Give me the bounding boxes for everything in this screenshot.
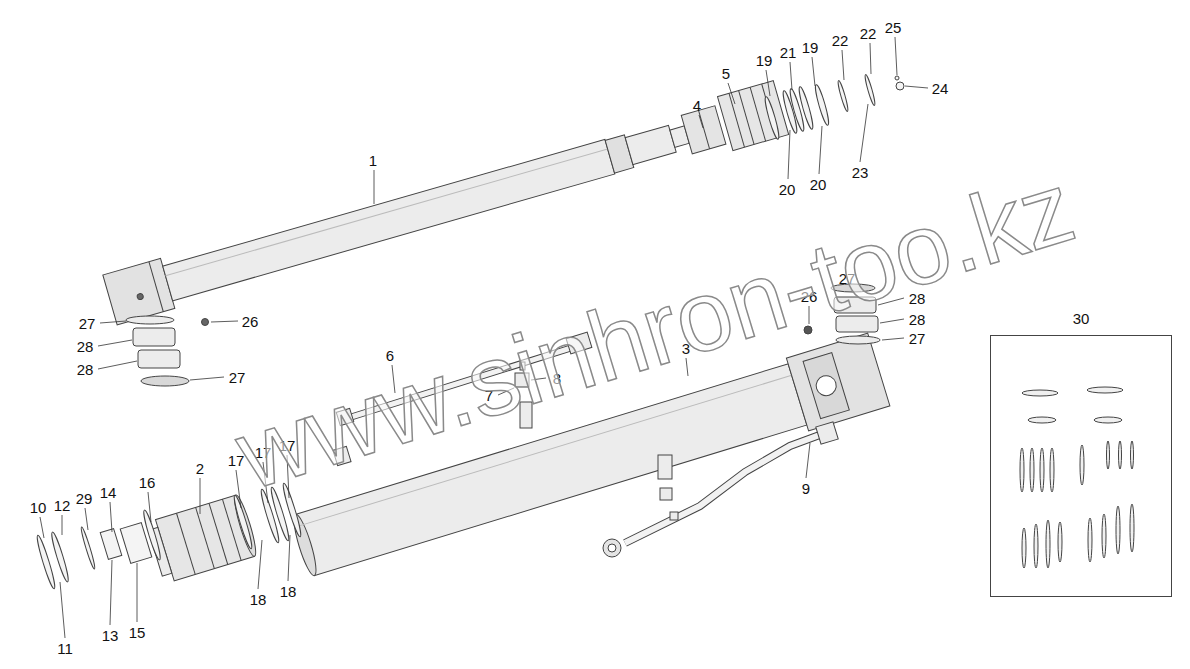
callout-number: 15: [129, 625, 146, 640]
callout-number: 22: [860, 26, 877, 41]
callout-number: 18: [280, 584, 297, 599]
callout-number: 19: [802, 40, 819, 55]
callout-number: 28: [77, 362, 94, 377]
callout-number: 30: [1073, 311, 1090, 326]
callout-number: 13: [102, 628, 119, 643]
callout-number: 11: [57, 641, 73, 656]
callout-number: 22: [832, 33, 849, 48]
callout-number: 28: [909, 312, 926, 327]
callout-number: 27: [79, 316, 96, 331]
callout-number: 28: [77, 339, 94, 354]
callout-number: 20: [779, 182, 796, 197]
kit-box: 30: [990, 335, 1172, 597]
callout-number: 26: [242, 314, 259, 329]
callout-number: 27: [229, 370, 246, 385]
callout-number: 21: [780, 45, 797, 60]
callout-number: 29: [76, 491, 93, 506]
callout-number: 10: [30, 500, 47, 515]
callout-number: 25: [885, 20, 902, 35]
callout-number: 16: [139, 475, 156, 490]
callout-number: 18: [250, 592, 267, 607]
callout-number: 19: [756, 53, 773, 68]
callout-number: 5: [722, 66, 730, 81]
callout-number: 12: [54, 498, 71, 513]
callout-number: 24: [932, 81, 949, 96]
callout-number: 20: [810, 177, 827, 192]
callout-number: 4: [693, 98, 701, 113]
callout-number: 9: [802, 481, 810, 496]
callout-number: 27: [909, 331, 926, 346]
callout-number: 2: [196, 461, 204, 476]
callout-number: 14: [100, 485, 117, 500]
callout-number: 23: [852, 165, 869, 180]
callout-number: 1: [369, 153, 377, 168]
